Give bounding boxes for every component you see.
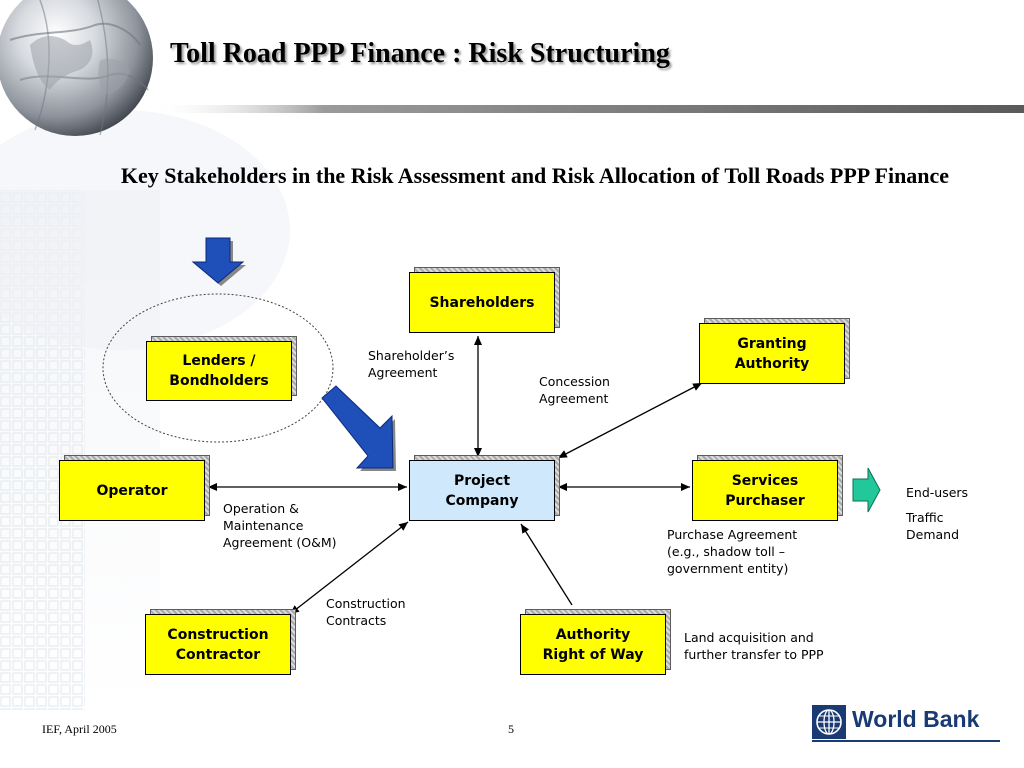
construction-contracts-label: Construction Contracts <box>326 596 406 628</box>
slide-title: Toll Road PPP Finance : Risk Structuring <box>170 38 670 69</box>
lenders-label: Lenders / Bondholders <box>169 353 269 389</box>
globe-icon <box>0 0 153 136</box>
services-purchaser-box: Services Purchaser <box>692 460 838 521</box>
diagonal-arrow-icon <box>321 385 396 471</box>
construction-contractor-box: Construction Contractor <box>145 614 291 675</box>
land-acquisition-label: Land acquisition and further transfer to… <box>684 630 824 662</box>
granting-authority-label: Granting Authority <box>734 335 810 372</box>
services-purchaser-label: Services Purchaser <box>725 472 805 509</box>
footer-date: IEF, April 2005 <box>42 722 117 736</box>
traffic-demand-label: Traffic Demand <box>906 510 960 542</box>
world-bank-logo-icon <box>812 705 846 739</box>
concession-agreement-label: Concession Agreement <box>539 374 610 406</box>
page-number: 5 <box>508 722 514 736</box>
authority-right-of-way-label: Authority Right of Way <box>542 626 644 663</box>
lenders-box: Lenders / Bondholders <box>146 341 292 401</box>
diagram-subtitle: Key Stakeholders in the Risk Assessment … <box>120 163 950 188</box>
connector-granting-authority <box>557 382 703 459</box>
project-company-box: Project Company <box>409 460 555 521</box>
om-agreement-label: Operation & Maintenance Agreement (O&M) <box>223 501 337 550</box>
authority-right-of-way-box: Authority Right of Way <box>520 614 666 675</box>
operator-box: Operator <box>59 460 205 521</box>
end-users-label: End-users <box>906 485 969 500</box>
project-company-label: Project Company <box>445 472 519 509</box>
logo-underline <box>812 740 1000 742</box>
connector-construction <box>289 521 409 615</box>
shareholders-agreement-label: Shareholder’s Agreement <box>368 348 455 380</box>
shareholders-box: Shareholders <box>409 272 555 333</box>
header-bar <box>150 105 1024 113</box>
end-users-arrow-icon <box>852 467 881 513</box>
lenders-dotted-ellipse <box>102 293 334 443</box>
down-arrow-icon <box>191 237 246 286</box>
shareholders-label: Shareholders <box>429 294 535 311</box>
purchase-agreement-label: Purchase Agreement (e.g., shadow toll – … <box>667 527 798 576</box>
operator-label: Operator <box>96 482 168 499</box>
construction-contractor-label: Construction Contractor <box>167 626 269 663</box>
granting-authority-box: Granting Authority <box>699 323 845 384</box>
connector-right-of-way <box>520 523 573 606</box>
world-bank-logo-text: World Bank <box>852 706 980 732</box>
